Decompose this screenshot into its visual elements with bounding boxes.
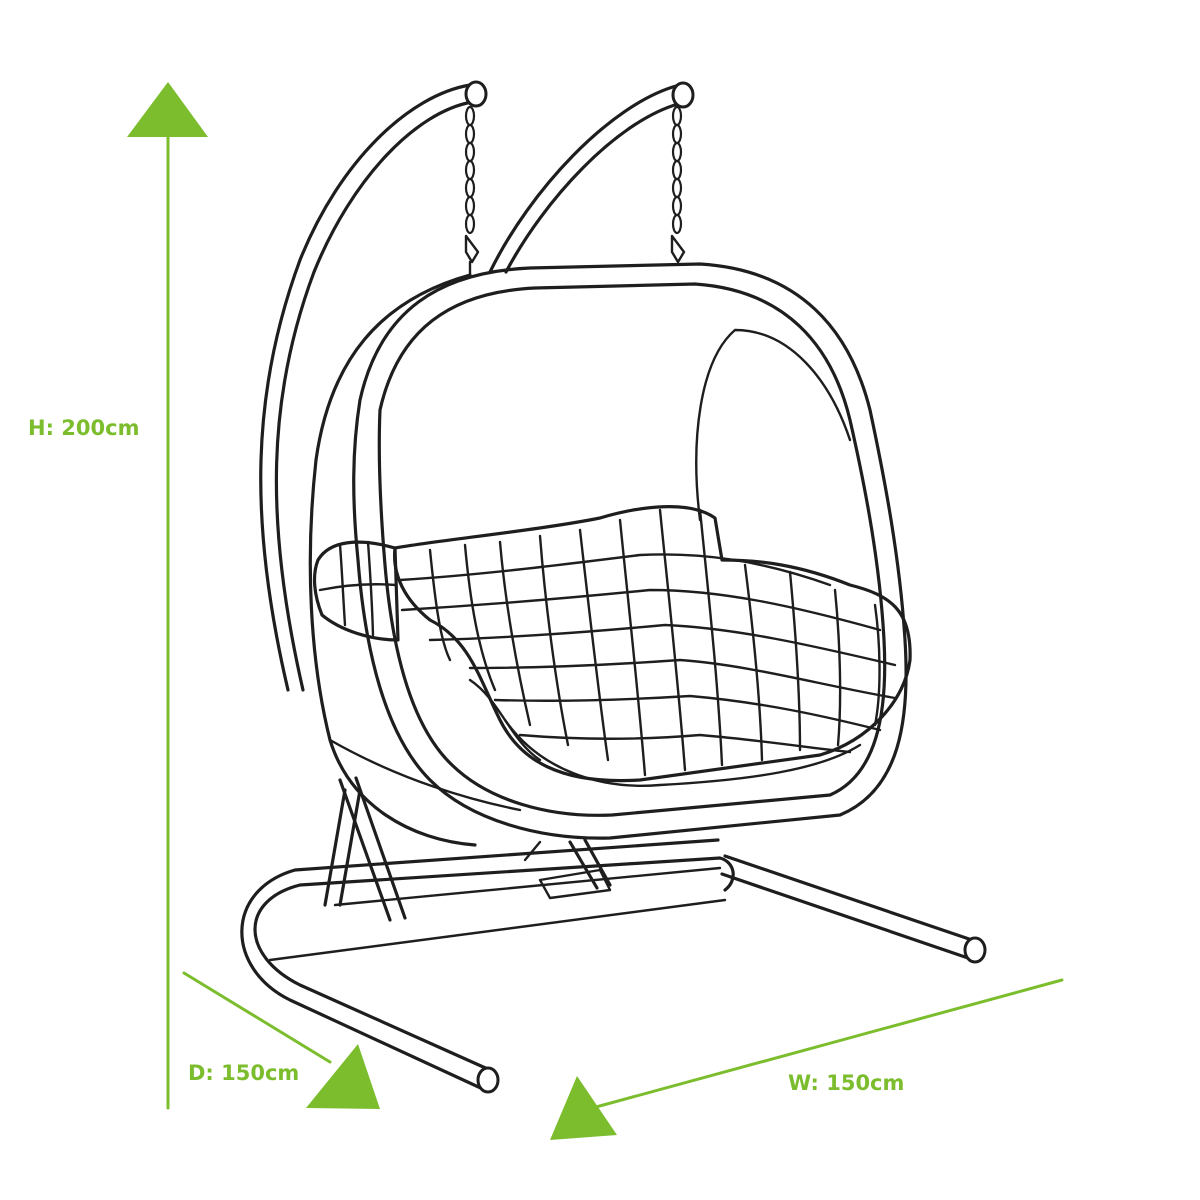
height-label: H: 200cm (28, 416, 139, 440)
right-chain (670, 105, 686, 264)
height-dimension: H: 200cm (28, 82, 208, 1110)
depth-dimension: D: 150cm (182, 971, 380, 1109)
left-chain (464, 105, 480, 277)
depth-arrow-icon (306, 1044, 380, 1109)
width-dimension: W: 150cm (550, 978, 1064, 1140)
width-label: W: 150cm (788, 1071, 904, 1095)
quilted-cushion (312, 505, 912, 787)
width-arrow-icon (550, 1076, 617, 1140)
right-arch-cap (671, 81, 695, 109)
depth-label: D: 150cm (188, 1061, 299, 1085)
right-foot-cap (963, 936, 987, 964)
height-arrow-icon (127, 82, 208, 137)
stand-frame (240, 80, 987, 1094)
left-foot-cap (476, 1066, 500, 1094)
left-arch-cap (464, 80, 488, 108)
